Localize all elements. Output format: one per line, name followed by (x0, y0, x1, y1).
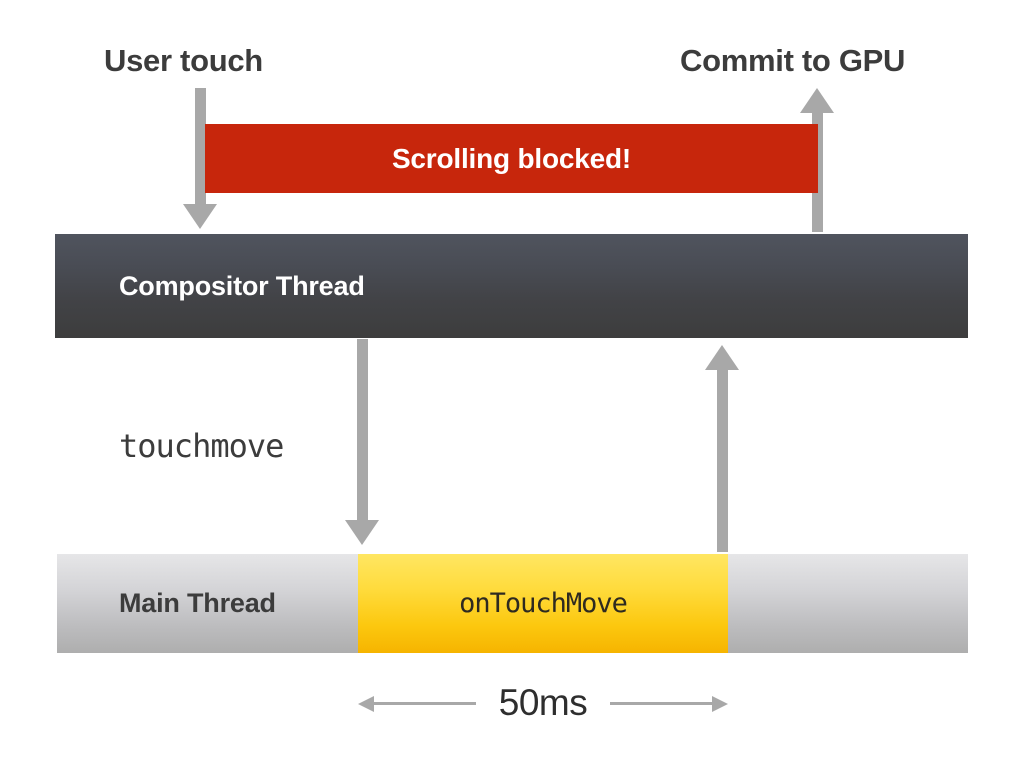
scrolling-blocked-label: Scrolling blocked! (391, 142, 632, 174)
arrow-left-icon-measure (358, 696, 374, 712)
task-block-ontouchmove-label: onTouchMove (459, 588, 628, 619)
arrow-up-icon-commit-to-gpu (800, 88, 834, 113)
measure-line-right (610, 702, 714, 705)
arrow-user-touch-shaft (195, 88, 206, 206)
arrow-handler-return-shaft (717, 369, 728, 552)
scrolling-blocked-banner: Scrolling blocked! (205, 124, 818, 193)
arrow-touchmove-shaft (357, 339, 368, 522)
label-touchmove-event: touchmove (119, 427, 284, 465)
measure-line-left (372, 702, 476, 705)
measurement-duration: 50ms (358, 676, 728, 732)
arrow-right-icon-measure (712, 696, 728, 712)
arrow-up-icon-handler-return (705, 345, 739, 370)
lane-compositor-thread: Compositor Thread (55, 234, 968, 338)
measurement-duration-label: 50ms (498, 682, 588, 723)
arrow-down-icon-touchmove (345, 520, 379, 545)
lane-compositor-thread-label: Compositor Thread (119, 270, 365, 301)
task-block-ontouchmove: onTouchMove (358, 554, 728, 653)
label-commit-to-gpu: Commit to GPU (680, 43, 906, 78)
arrow-down-icon-user-touch (183, 204, 217, 229)
label-user-touch: User touch (104, 43, 263, 78)
lane-main-thread-label: Main Thread (119, 588, 276, 618)
